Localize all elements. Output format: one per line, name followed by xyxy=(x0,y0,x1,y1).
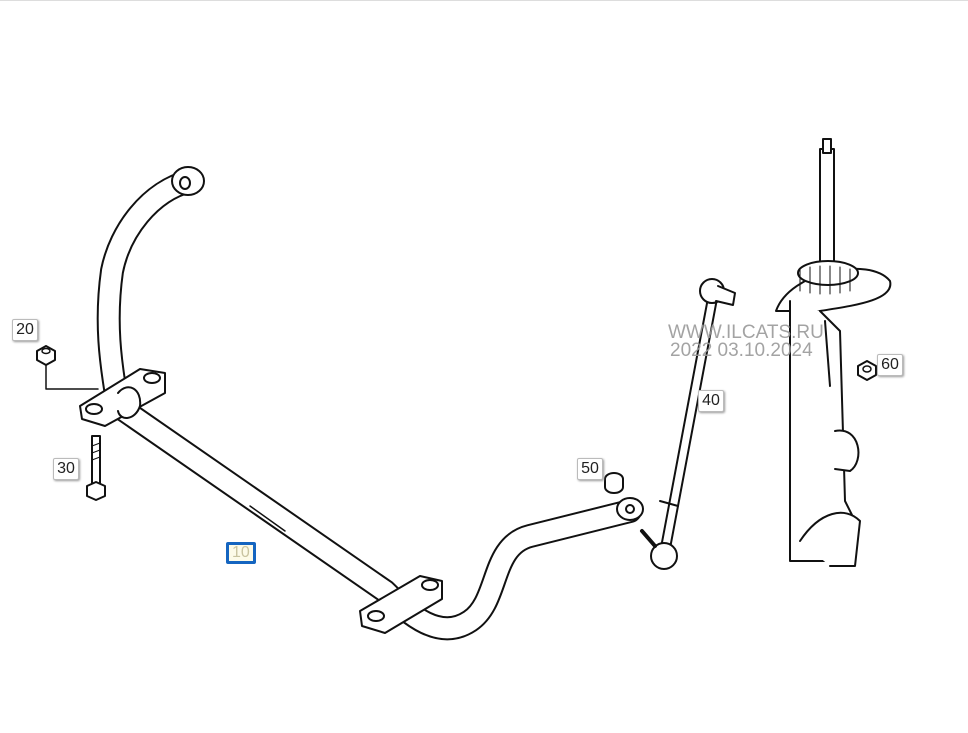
callout-60[interactable]: 60 xyxy=(877,354,903,376)
stabilizer-link-40 xyxy=(640,278,736,570)
callout-30[interactable]: 30 xyxy=(53,458,79,480)
bolt-30 xyxy=(86,435,106,501)
nut-50 xyxy=(604,472,624,494)
nut-20 xyxy=(36,345,99,390)
watermark-line2: 2022 03.10.2024 xyxy=(670,340,813,361)
callout-20[interactable]: 20 xyxy=(12,319,38,341)
callout-40[interactable]: 40 xyxy=(698,390,724,412)
nut-60 xyxy=(857,360,877,381)
stabilizer-bar xyxy=(96,166,644,641)
callout-50[interactable]: 50 xyxy=(577,458,603,480)
shock-absorber-strut xyxy=(775,138,892,567)
watermark-line1: WWW.ILCATS.RU xyxy=(668,322,824,343)
bracket-left xyxy=(79,368,166,427)
bracket-right xyxy=(359,575,443,634)
callout-10-selected[interactable]: 10 xyxy=(226,542,256,564)
